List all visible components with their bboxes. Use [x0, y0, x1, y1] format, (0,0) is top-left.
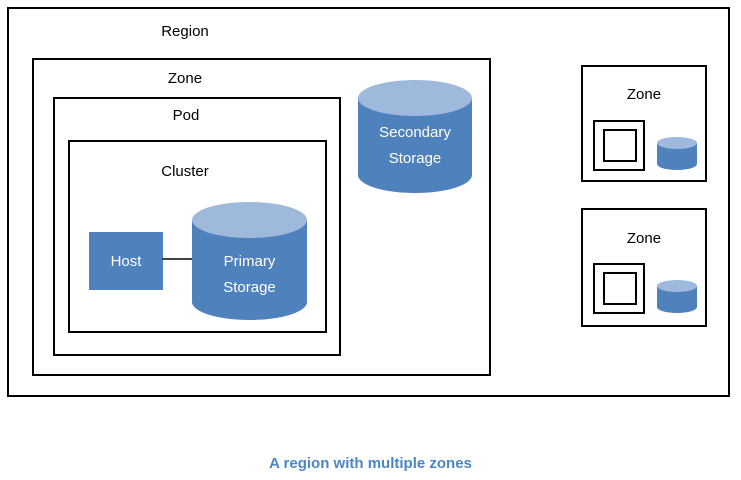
primary-storage-label: Primary Storage [223, 253, 276, 296]
zone-small-label-2: Zone [626, 230, 662, 247]
primary-storage-cylinder: Primary Storage [192, 202, 307, 320]
region-box [7, 7, 730, 397]
secondary-storage-cylinder: Secondary Storage [358, 80, 472, 193]
host-box: Host [89, 232, 163, 290]
storage-cylinder-icon [657, 280, 697, 313]
zone-small-label-1: Zone [626, 86, 662, 103]
pod-cluster-icon [593, 263, 645, 314]
host-primary-storage-connector [162, 258, 193, 260]
secondary-storage-label: Secondary Storage [379, 124, 451, 167]
zone-small-box-1 [581, 65, 707, 182]
cluster-label: Cluster [161, 163, 209, 180]
zone-label: Zone [167, 70, 203, 87]
pod-label: Pod [172, 107, 200, 124]
cluster-square-icon [603, 129, 637, 162]
storage-cylinder-icon [657, 137, 697, 170]
region-label: Region [161, 23, 209, 40]
cylinder-top-shape [192, 202, 307, 238]
zone-box [32, 58, 491, 376]
cylinder-top-shape [657, 280, 697, 292]
pod-cluster-icon [593, 120, 645, 171]
cluster-square-icon [603, 272, 637, 305]
figure-caption: A region with multiple zones [269, 455, 472, 472]
pod-box [53, 97, 341, 356]
zone-small-box-2 [581, 208, 707, 327]
cylinder-top-shape [358, 80, 472, 116]
cluster-box [68, 140, 327, 333]
cylinder-top-shape [657, 137, 697, 149]
